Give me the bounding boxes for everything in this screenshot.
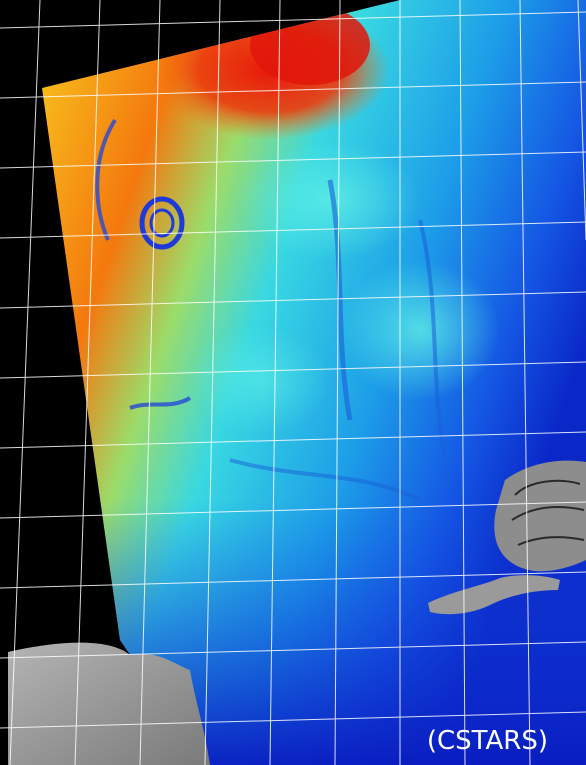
peninsula-strip: [428, 575, 560, 615]
coastline-bottom-left: [8, 642, 210, 765]
island-right: [494, 460, 586, 572]
image-credit: (CSTARS): [426, 726, 548, 756]
land-masses: [8, 460, 586, 765]
